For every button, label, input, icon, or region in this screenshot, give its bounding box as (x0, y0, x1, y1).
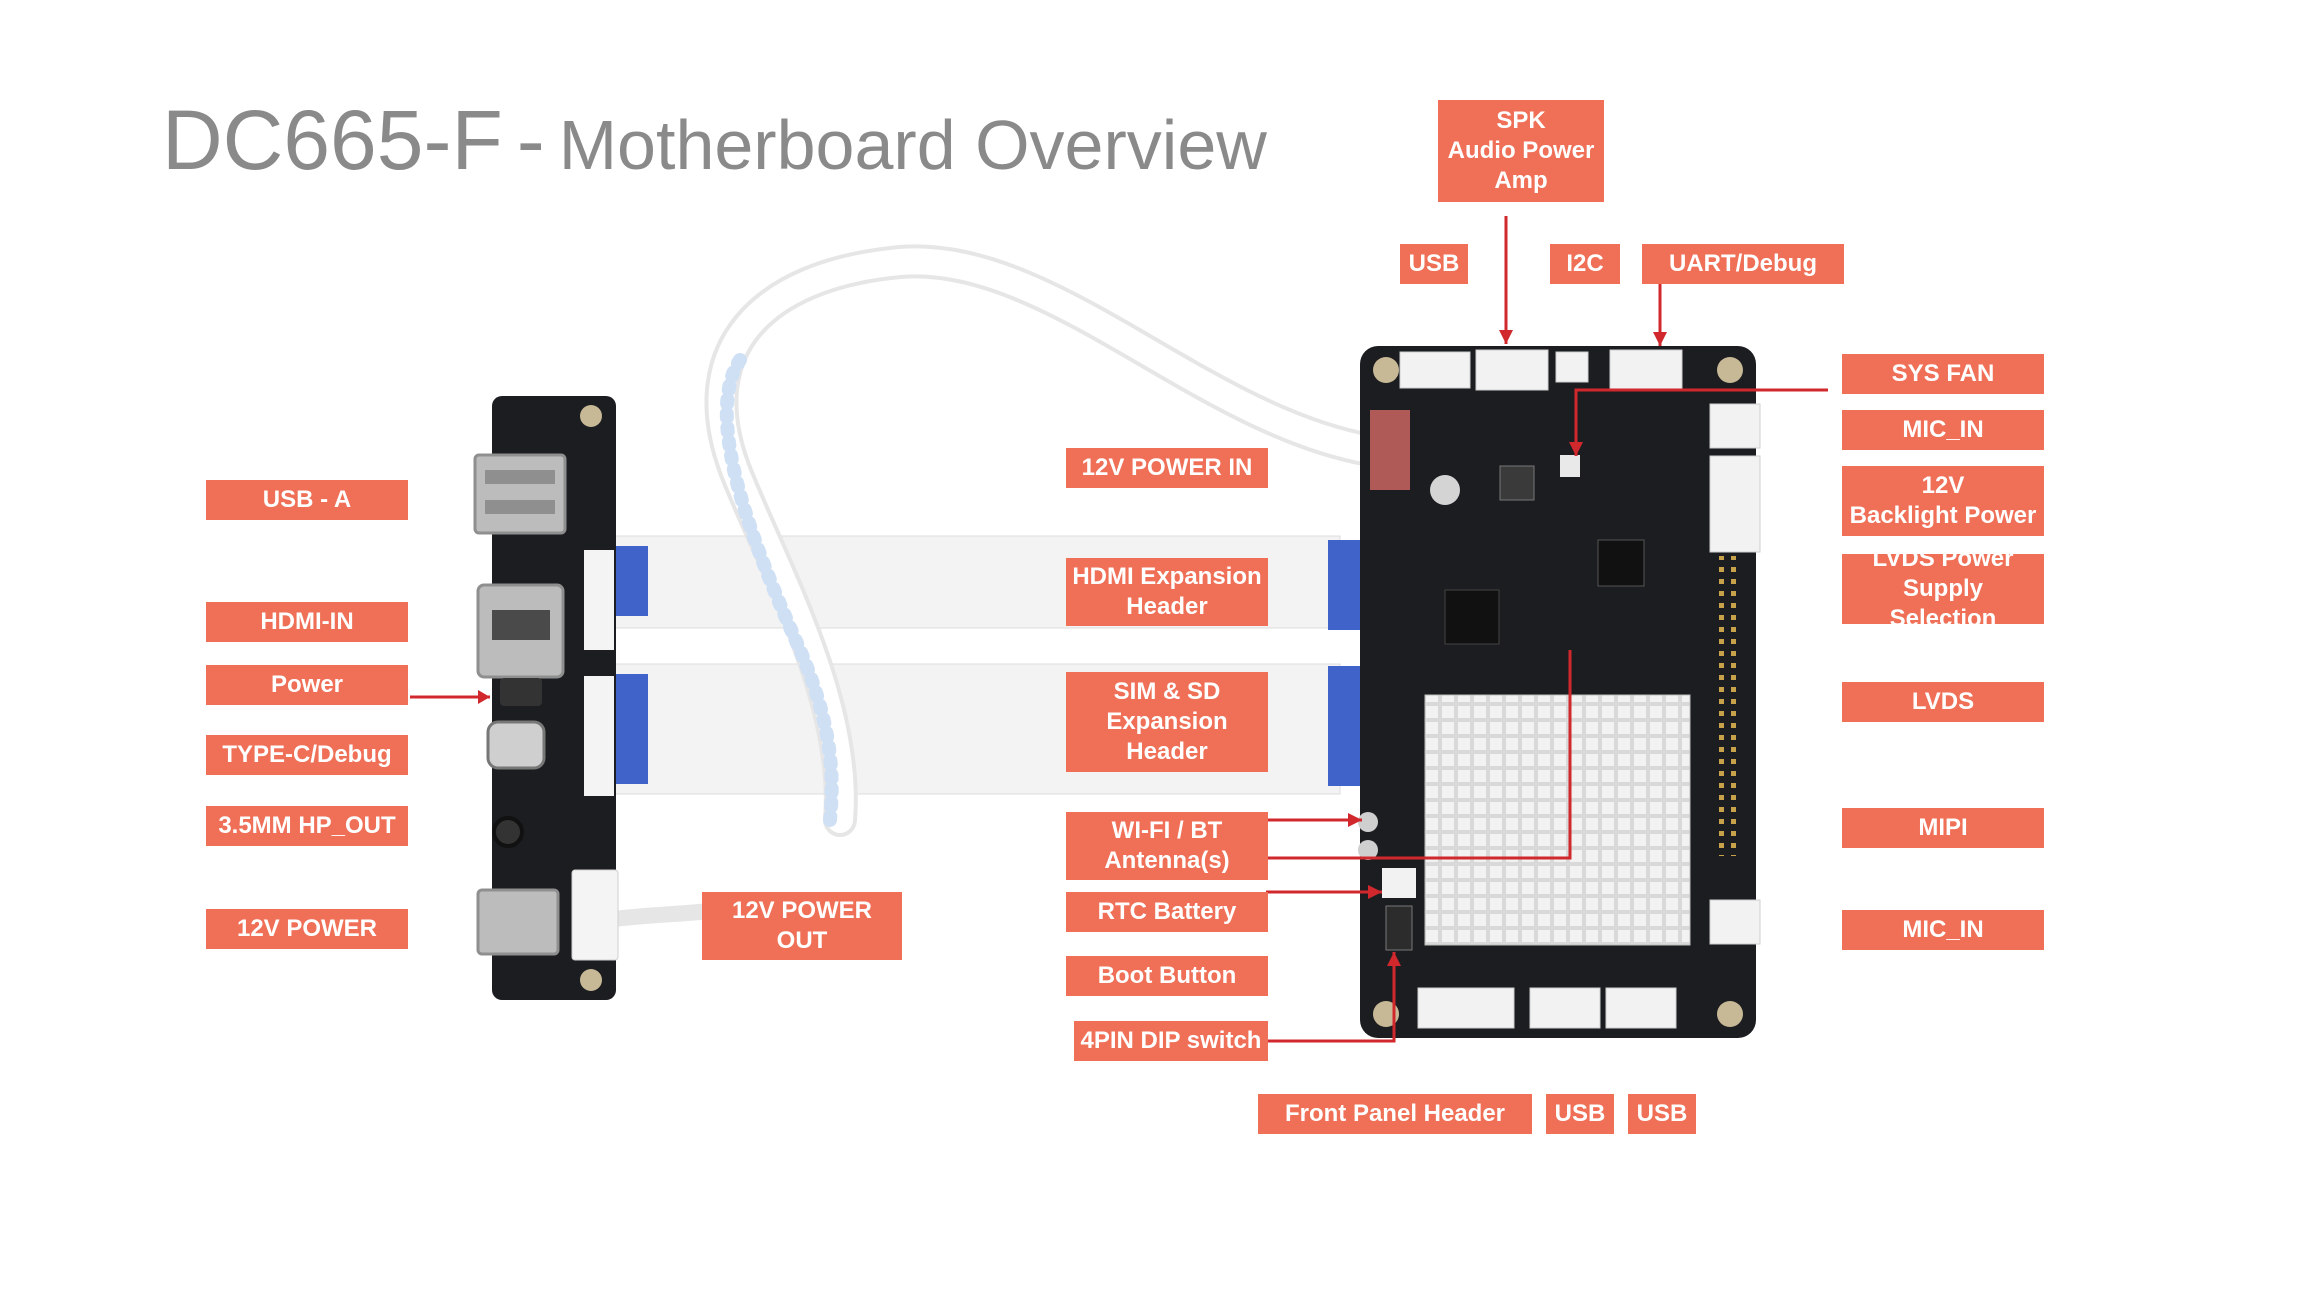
label-12v-backlight-power: 12V Backlight Power (1842, 466, 2044, 536)
label-front-panel-header: Front Panel Header (1258, 1094, 1532, 1134)
label-type-c-debug: TYPE-C/Debug (206, 735, 408, 775)
label-boot-button: Boot Button (1066, 956, 1268, 996)
label-mic-in-top: MIC_IN (1842, 410, 2044, 450)
label-usb-top: USB (1400, 244, 1468, 284)
label-rtc-battery: RTC Battery (1066, 892, 1268, 932)
page-title: DC665-F-Motherboard Overview (162, 92, 1267, 189)
main-board (1358, 346, 1761, 1038)
label-12v-power: 12V POWER (206, 909, 408, 949)
label-12v-power-out: 12V POWER OUT (702, 892, 902, 960)
leader-lines (410, 216, 1828, 1043)
title-subtitle: Motherboard Overview (558, 106, 1267, 184)
label-lvds: LVDS (1842, 682, 2044, 722)
label-usb-a: USB - A (206, 480, 408, 520)
label-power: Power (206, 665, 408, 705)
label-wifi-bt-antennas: WI-FI / BT Antenna(s) (1066, 812, 1268, 880)
io-board (473, 396, 619, 1000)
label-sys-fan: SYS FAN (1842, 354, 2044, 394)
label-uart-debug: UART/Debug (1642, 244, 1844, 284)
label-usb-bottom-2: USB (1628, 1094, 1696, 1134)
label-spk-audio-amp: SPK Audio Power Amp (1438, 100, 1604, 202)
label-dip-switch: 4PIN DIP switch (1074, 1021, 1268, 1061)
label-usb-bottom-1: USB (1546, 1094, 1614, 1134)
label-hdmi-expansion-header: HDMI Expansion Header (1066, 558, 1268, 626)
ribbon-cables (592, 535, 1376, 795)
label-12v-power-in: 12V POWER IN (1066, 448, 1268, 488)
label-mipi: MIPI (1842, 808, 2044, 848)
label-mic-in-bottom: MIC_IN (1842, 910, 2044, 950)
label-hdmi-in: HDMI-IN (206, 602, 408, 642)
title-separator: - (516, 93, 545, 187)
label-i2c: I2C (1550, 244, 1620, 284)
label-sim-sd-expansion-header: SIM & SD Expansion Header (1066, 672, 1268, 772)
title-main: DC665-F (162, 93, 503, 187)
label-hp-out: 3.5MM HP_OUT (206, 806, 408, 846)
label-lvds-power-selection: LVDS Power Supply Selection (1842, 545, 2044, 632)
